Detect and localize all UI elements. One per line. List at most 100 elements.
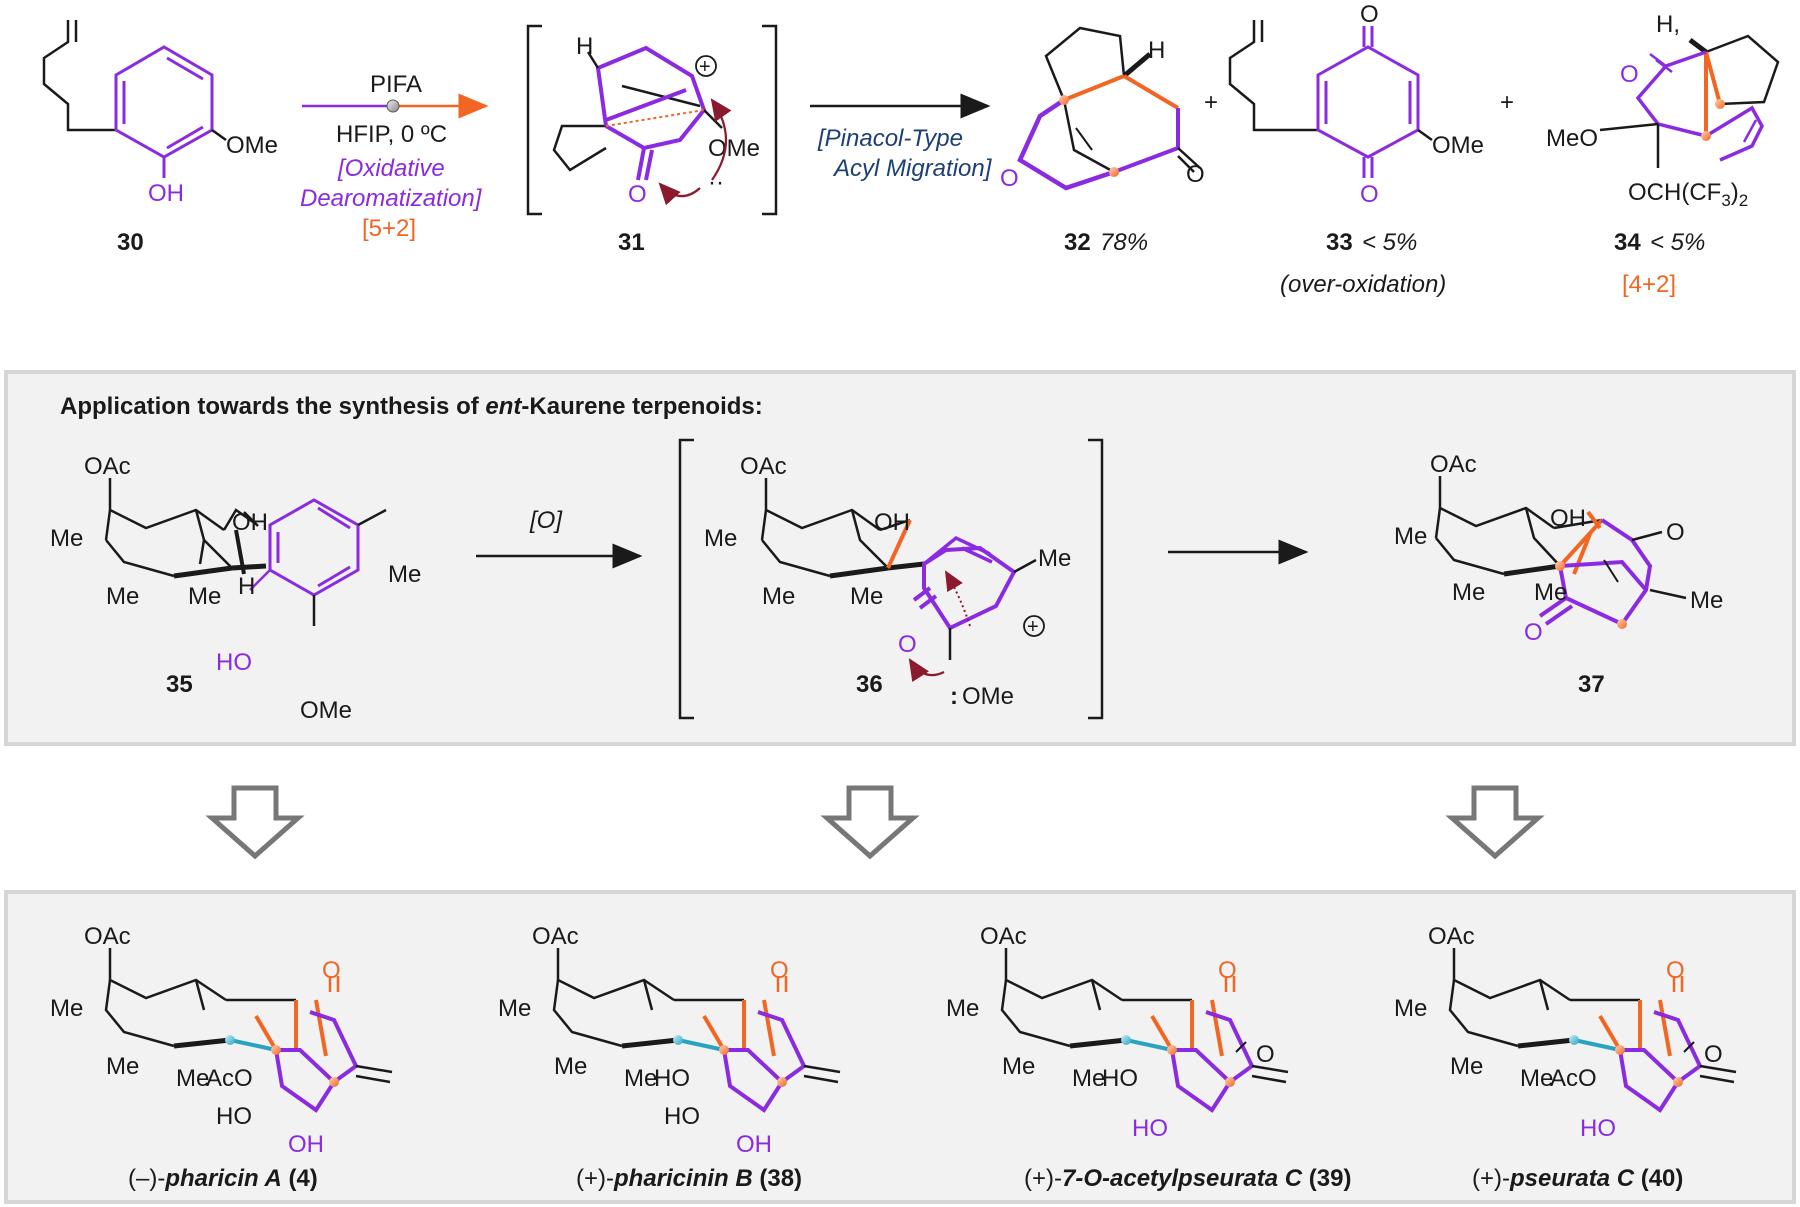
c36-number: 36: [856, 671, 883, 698]
ketone-o-label: O: [770, 957, 789, 984]
c36-o-label: O: [898, 631, 917, 658]
c36-me1-label: Me: [704, 525, 737, 552]
reaction-arrow-2: [Pinacol-Type Acyl Migration]: [810, 93, 993, 182]
label-oxidative: [Oxidative: [337, 155, 445, 182]
c34-yield: < 5%: [1650, 229, 1705, 256]
me1-label: Me: [946, 995, 979, 1022]
me2-label: Me: [554, 1053, 587, 1080]
conditions-hfip: HFIP, 0 ºC: [336, 121, 447, 148]
oac-label: OAc: [84, 923, 131, 950]
c36-me-label: Me: [1038, 545, 1071, 572]
me1-label: Me: [498, 995, 531, 1022]
c36-me2-label: Me: [762, 583, 795, 610]
ketone-o-label: O: [1218, 957, 1237, 984]
c30-ome-label: OMe: [226, 132, 278, 159]
c35-ome-label: OMe: [300, 697, 352, 724]
c34-note: [4+2]: [1622, 271, 1676, 298]
reagent-pifa: PIFA: [370, 71, 422, 98]
ho-label: HO: [1580, 1115, 1616, 1142]
c35-me2-label: Me: [106, 583, 139, 610]
bridge-o-label: O: [1256, 1041, 1275, 1068]
product-name-caption: (+)-7-O-acetylpseurata C (39): [1024, 1165, 1351, 1192]
products-panel: [4, 890, 1796, 1204]
me3-label: Me: [624, 1065, 657, 1092]
c35-me1-label: Me: [50, 525, 83, 552]
c33-o1-label: O: [1360, 1, 1379, 28]
arrow-push-36: [908, 658, 945, 683]
intermediate-36: OAc Me Me Me OH O Me OMe : + 36: [678, 438, 1104, 720]
c37-oac-label: OAc: [1430, 451, 1477, 478]
c33-number: 33: [1326, 229, 1353, 256]
oac-label: OAc: [1428, 923, 1475, 950]
c31-o-label: O: [628, 181, 647, 208]
c32-h-label: H: [1148, 37, 1165, 64]
c36-oh-label: OH: [874, 509, 910, 536]
me3-label: Me: [176, 1065, 209, 1092]
c36-oac-label: OAc: [740, 453, 787, 480]
c33-o2-label: O: [1360, 181, 1379, 208]
c32-number: 32: [1064, 229, 1091, 256]
c35-h-label: H: [238, 573, 255, 600]
c33-note: (over-oxidation): [1280, 271, 1446, 298]
c35-me-ar-label: Me: [388, 561, 421, 588]
arrow-push-31a: [710, 98, 732, 181]
down-arrow-middle: [820, 785, 920, 860]
compound-37: OAc Me Me Me OH O O Me 37: [1394, 451, 1723, 698]
me2-label: Me: [1002, 1053, 1035, 1080]
oxidation-label: [O]: [529, 507, 563, 534]
bridge-o-label: O: [1704, 1041, 1723, 1068]
c37-number: 37: [1578, 671, 1605, 698]
me3-label: Me: [1072, 1065, 1105, 1092]
sub-label: HO: [1102, 1065, 1138, 1092]
arrow-push-31b: [658, 182, 701, 206]
compound-35: OAc Me Me Me OH H HO Me OMe 35: [50, 453, 421, 724]
sub-label: AcO: [1550, 1065, 1597, 1092]
label-dearomatization: Dearomatization]: [300, 185, 483, 212]
product-name-caption: (+)-pharicinin B (38): [576, 1165, 802, 1192]
c36-colon: :: [950, 683, 958, 710]
ho-label: HO: [664, 1103, 700, 1130]
intermediate-31: H O OMe ·· + 31: [526, 24, 778, 256]
c36-charge: +: [1027, 616, 1039, 638]
c30-oh-label: OH: [148, 180, 184, 207]
c31-h-label: H: [576, 33, 593, 60]
c35-number: 35: [166, 671, 193, 698]
c37-me-label: Me: [1690, 587, 1723, 614]
c33-yield: < 5%: [1362, 229, 1417, 256]
c32-yield: 78%: [1100, 229, 1148, 256]
ketone-o-label: O: [1666, 957, 1685, 984]
compound-30: OMe OH 30: [42, 20, 278, 256]
compound-33: O O OMe 33 < 5% (over-oxidation): [1228, 1, 1484, 298]
c37-me3-label: Me: [1534, 579, 1567, 606]
c35-me3-label: Me: [188, 583, 221, 610]
c34-meo-label: MeO: [1546, 125, 1598, 152]
c37-o2-label: O: [1524, 619, 1543, 646]
c31-ome-label: OMe: [708, 135, 760, 162]
c37-me1-label: Me: [1394, 523, 1427, 550]
sub-label: AcO: [206, 1065, 253, 1092]
c30-number: 30: [117, 229, 144, 256]
plus-sign-2: +: [1500, 89, 1514, 116]
me1-label: Me: [50, 995, 83, 1022]
compound-32: H O O 32 78%: [1000, 26, 1205, 256]
application-panel: [4, 370, 1796, 746]
c35-oac-label: OAc: [84, 453, 131, 480]
oac-label: OAc: [980, 923, 1027, 950]
oh-label: OH: [288, 1131, 324, 1158]
down-arrow-right: [1445, 785, 1545, 860]
c36-ome-label: OMe: [962, 683, 1014, 710]
application-heading: Application towards the synthesis of ent…: [60, 393, 763, 420]
sub-label: HO: [654, 1065, 690, 1092]
c35-oh-label: OH: [232, 509, 268, 536]
c37-oh-label: OH: [1550, 505, 1586, 532]
label-pinacol: [Pinacol-Type: [817, 125, 963, 152]
ho-label: HO: [216, 1103, 252, 1130]
label-acyl-migration: Acyl Migration]: [832, 155, 993, 182]
c36-me3-label: Me: [850, 583, 883, 610]
c31-charge: +: [699, 56, 711, 78]
c34-o-label: O: [1620, 61, 1639, 88]
